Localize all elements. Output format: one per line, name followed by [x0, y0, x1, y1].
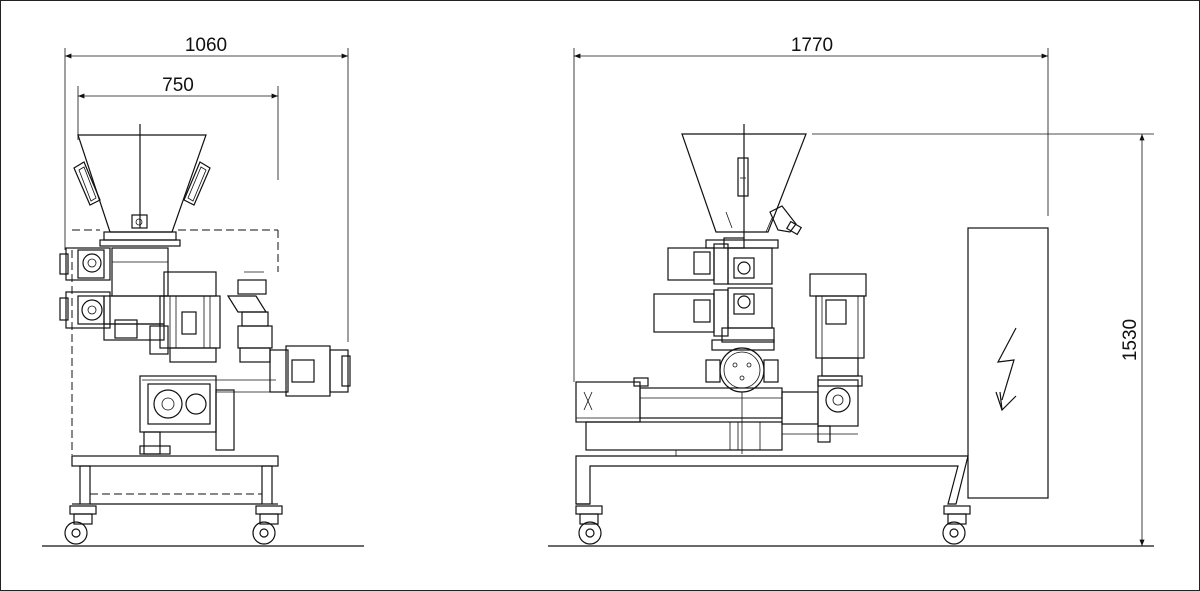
front-outlet — [226, 271, 273, 363]
front-right-motor — [269, 345, 351, 397]
dimension-overall-width: 1060 — [64, 35, 349, 342]
side-vertical-motor — [809, 273, 867, 387]
dim-label-1060: 1060 — [185, 35, 227, 56]
side-lower-feeder — [653, 287, 775, 343]
front-upper-motor — [59, 247, 111, 281]
front-view: 1060 750 — [42, 35, 364, 547]
side-caster-right — [942, 505, 971, 545]
side-hopper — [681, 124, 807, 249]
front-hopper — [73, 124, 211, 247]
front-gearbox — [139, 375, 276, 455]
side-electrical-cabinet — [967, 227, 1049, 499]
side-view: 1770 1530 — [548, 35, 1154, 547]
front-dashed-envelope — [71, 229, 279, 455]
dim-label-750: 750 — [162, 75, 194, 96]
side-upper-feeder — [667, 237, 773, 285]
front-base-frame — [71, 455, 279, 505]
front-caster-right — [252, 505, 283, 545]
front-main-motor — [149, 271, 221, 363]
side-base-frame — [575, 450, 969, 505]
high-voltage-lightning-icon — [995, 327, 1017, 412]
dimension-overall-length: 1770 — [573, 35, 1049, 382]
front-caster-left — [64, 505, 97, 545]
dimension-hopper-width: 750 — [77, 75, 279, 180]
dim-label-1770: 1770 — [791, 35, 833, 56]
dim-label-1530: 1530 — [1120, 319, 1141, 361]
side-extruder-barrel — [575, 377, 819, 451]
side-caster-left — [575, 505, 603, 545]
side-feed-head — [705, 339, 779, 454]
side-gearbox — [782, 379, 859, 443]
dimension-overall-height: 1530 — [812, 133, 1154, 547]
front-lower-motor — [59, 291, 138, 339]
